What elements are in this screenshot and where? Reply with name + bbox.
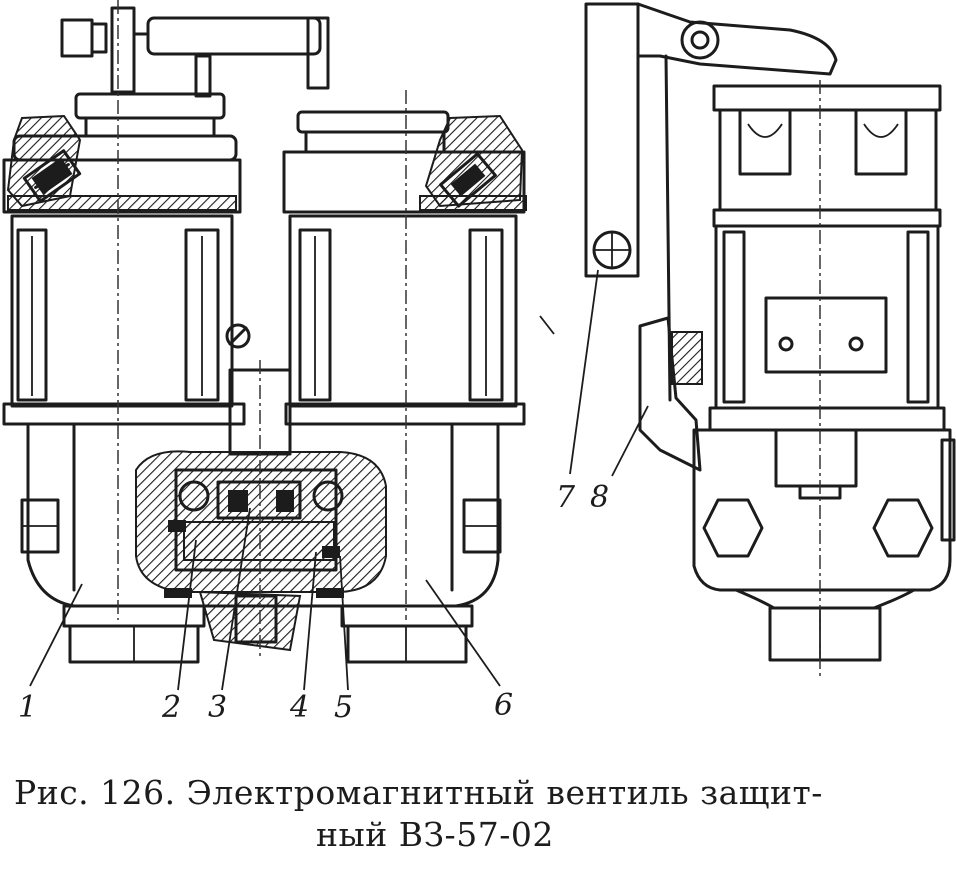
figure-caption: Рис. 126. Электромагнитный вентиль защит… [14,772,944,856]
right-coil-body [284,214,526,426]
sectioned-valve-core [135,450,387,652]
callout-4: 4 [290,690,310,725]
right-coil-cap [282,110,527,214]
side-lever [584,2,838,402]
side-bracket [638,316,703,472]
callout-7: 7 [556,480,576,515]
caption-line-2: ный ВЗ-57-02 [316,815,554,854]
left-coil-body [2,214,246,426]
lever-assembly [60,6,330,98]
leader-lines-front [29,507,501,691]
callout-8: 8 [590,480,610,515]
callout-3: 3 [208,690,228,725]
side-view [539,2,956,680]
center-screw [225,323,251,349]
leader-lines-side [539,269,649,477]
side-body [692,84,956,662]
callout-2: 2 [162,690,182,725]
callout-5: 5 [334,690,354,725]
left-coil-cap [2,92,242,214]
callout-1: 1 [18,690,38,725]
front-view [2,0,527,691]
caption-line-1: Рис. 126. Электромагнитный вентиль защит… [14,773,823,812]
callout-6: 6 [494,688,514,723]
